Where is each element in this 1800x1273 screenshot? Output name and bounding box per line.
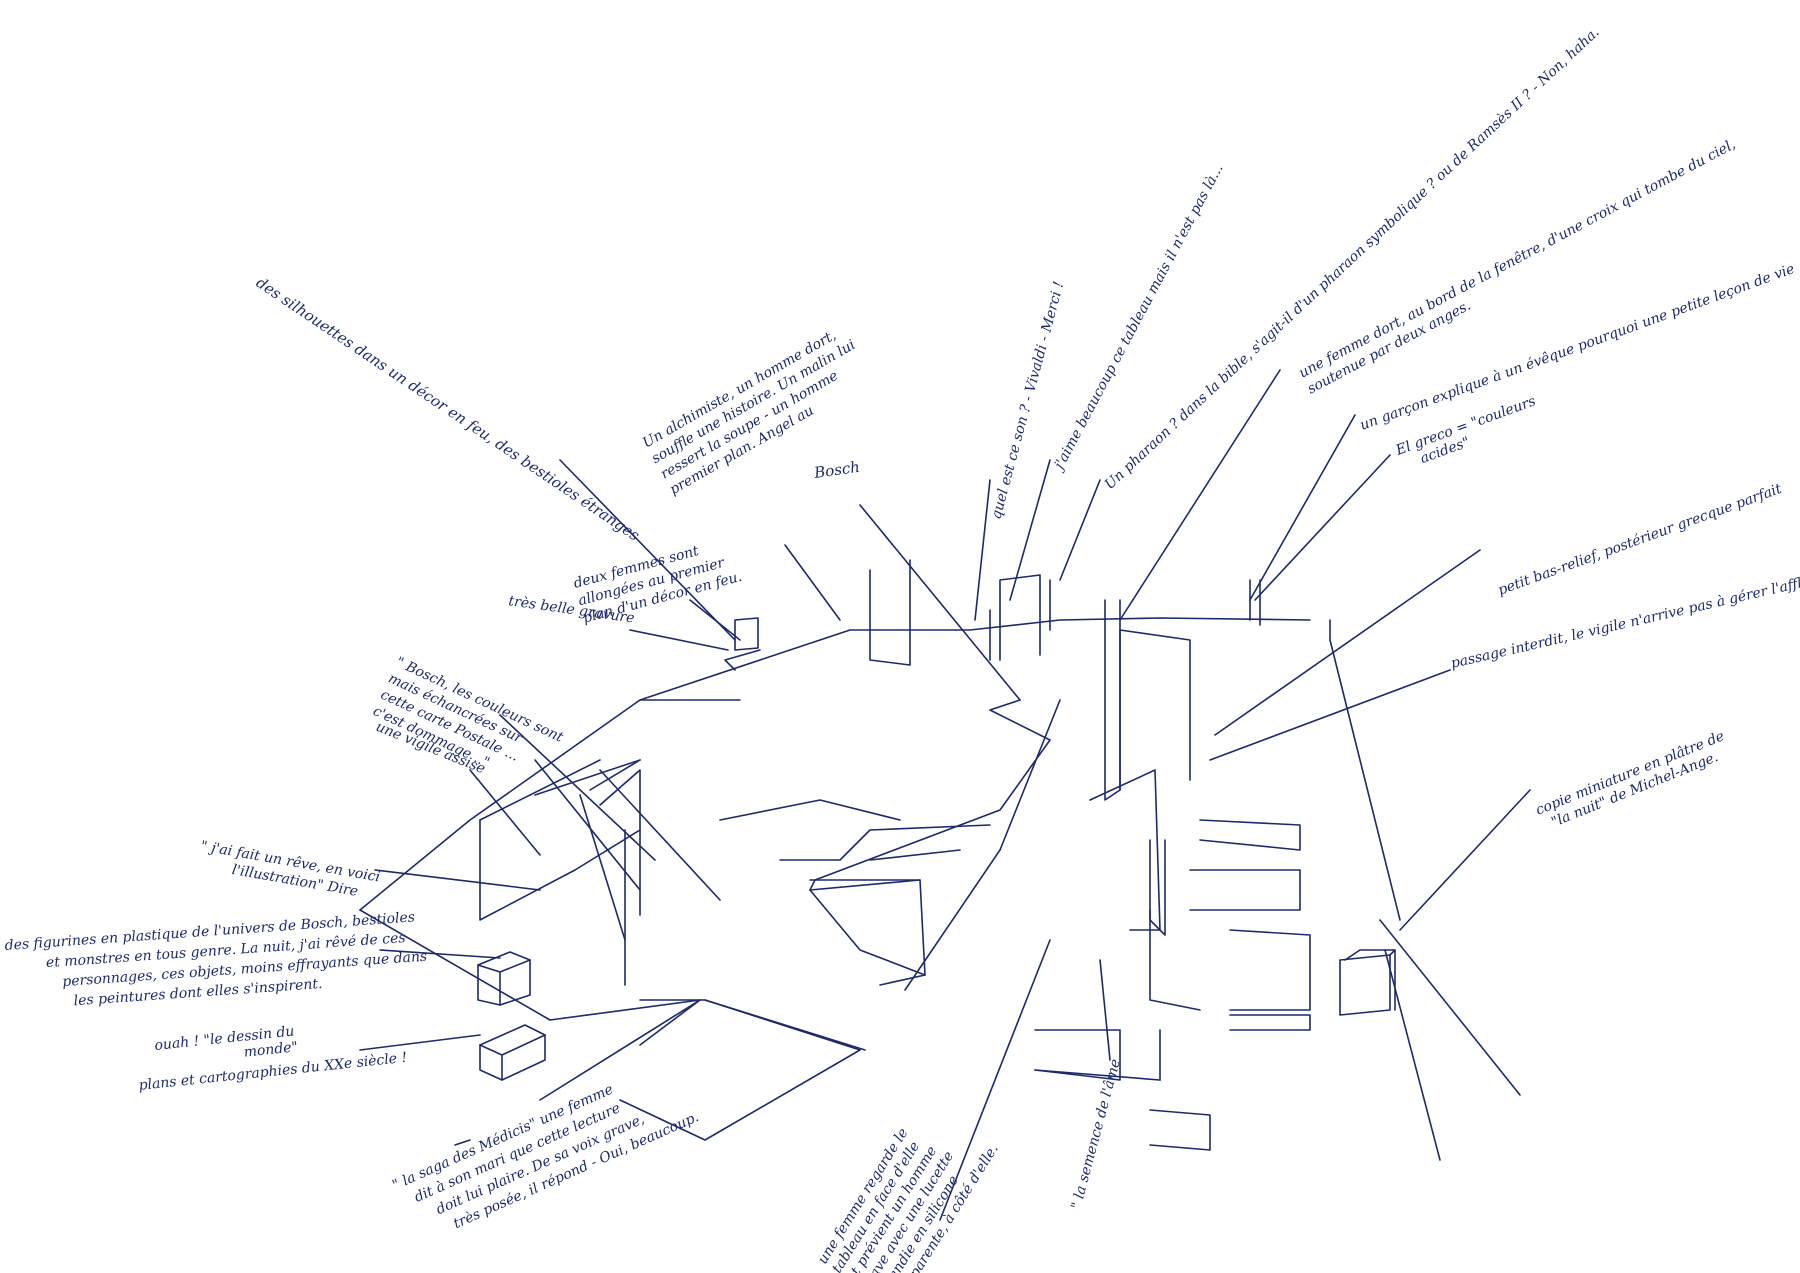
- note-copie: copie miniature en plâtre de "la nuit" d…: [1534, 727, 1738, 835]
- right-aisle-floor: [1089, 769, 1161, 931]
- leader-gravure: [629, 629, 729, 651]
- leader-garcon: [1249, 414, 1356, 601]
- figurine-vitrine-1-top: [477, 964, 501, 973]
- note-bas-relief: petit bas-relief, postérieur grecque par…: [1496, 481, 1784, 599]
- note-garcon: un garçon explique à un évêque pourquoi …: [1358, 261, 1797, 434]
- statue-plinth-top: [1344, 949, 1396, 961]
- leader-medicis: [454, 1139, 471, 1146]
- right-aisle-box-2: [1229, 929, 1311, 1011]
- leader-dessin-monde: [359, 1034, 481, 1051]
- leader-reve: [374, 869, 541, 891]
- leader-bas-relief: [1214, 549, 1481, 736]
- right-bottom-step: [1149, 1109, 1211, 1151]
- central-wall-5: [879, 974, 926, 986]
- note-bosch: Bosch: [812, 458, 861, 482]
- sight-line-2: [534, 759, 641, 891]
- left-floor-outline: [359, 617, 1311, 911]
- note-figurines: des figurines en plastique de l'univers …: [4, 908, 433, 1013]
- annotations: des silhouettes dans un décor en feu, de…: [4, 24, 1800, 1273]
- note-medicis: " la saga des Médicis" une femme dit à s…: [390, 1054, 701, 1248]
- figurine-vitrine-1-mid: [499, 959, 531, 973]
- right-aisle-bottom: [1384, 949, 1441, 1161]
- corridor-line-b: [999, 699, 1061, 851]
- central-wall-4: [809, 879, 926, 976]
- central-lower-corridor: [869, 849, 961, 861]
- vitrine-block: [479, 769, 641, 921]
- leader-aime: [1009, 459, 1051, 601]
- leader-couleurs: [499, 714, 656, 861]
- leader-figurines: [379, 949, 501, 959]
- back-panel-2: [999, 574, 1041, 661]
- right-aisle-room: [1149, 839, 1166, 936]
- leader-copie: [1399, 789, 1531, 931]
- note-couleurs: " Bosch, les couleurs sont mais échancré…: [370, 654, 569, 796]
- right-lower-wall: [1099, 959, 1111, 1061]
- right-aisle-box-1: [1189, 869, 1301, 911]
- leader-silhouettes: [559, 459, 736, 641]
- figurine-vitrine-2: [479, 1024, 546, 1081]
- leader-passage: [1209, 669, 1451, 761]
- note-silhouettes: des silhouettes dans un décor en feu, de…: [253, 273, 643, 544]
- right-aisle-far: [1379, 919, 1521, 1096]
- lower-middle-floor: [539, 999, 701, 1101]
- leader-deux-femmes: [689, 599, 741, 641]
- note-femme-regarde: une femme regarde le tableau en face d'e…: [815, 1096, 1002, 1273]
- leader-bosch: [859, 504, 1021, 701]
- lower-middle-wall: [639, 999, 701, 1046]
- central-lower-left: [639, 999, 866, 1051]
- note-dessin-monde: ouah ! "le dessin du monde" plans et car…: [134, 1012, 408, 1094]
- painting-small-1: [734, 617, 759, 651]
- painting-small-2: [724, 649, 761, 671]
- leader-quel-son: [974, 479, 991, 621]
- right-aisle-left-wall: [1119, 629, 1191, 791]
- sight-line-3: [589, 759, 641, 791]
- leader-femme-dort: [1119, 369, 1281, 621]
- figurine-vitrine-1: [477, 951, 531, 1006]
- right-lower-room: [1034, 1029, 1121, 1081]
- central-wall-2: [779, 824, 991, 861]
- corridor-line-a: [904, 849, 1001, 991]
- sight-line-1: [599, 769, 721, 901]
- left-floor-front-edge: [359, 909, 551, 1021]
- leader-vigile: [469, 769, 541, 856]
- note-semence: " la semence de l'âme: [1068, 1057, 1123, 1211]
- right-aisle-box-4: [1229, 1014, 1311, 1031]
- note-quel-son: quel est ce son ? - Vivaldi - Merci !: [988, 280, 1067, 521]
- right-aisle-benches: [1199, 819, 1301, 851]
- back-panel-3: [1104, 599, 1121, 801]
- floor-plan-linework: [359, 369, 1531, 1221]
- sight-line-5: [579, 794, 626, 941]
- leader-alchimiste: [784, 544, 841, 621]
- right-lower-right: [1034, 1069, 1161, 1081]
- right-aisle-line: [1329, 639, 1401, 921]
- leader-pharaon: [1059, 479, 1101, 581]
- sight-line-4: [534, 759, 641, 796]
- leader-greco: [1254, 454, 1391, 601]
- central-lower-wall: [619, 999, 861, 1141]
- leader-femme-regarde: [939, 939, 1051, 1221]
- vitrine-block-top: [479, 759, 601, 821]
- central-wall-1: [719, 799, 901, 821]
- figurine-vitrine-2-mid: [501, 1034, 546, 1056]
- central-wall-3: [809, 699, 1051, 891]
- back-panel-1: [869, 559, 911, 666]
- right-aisle-box-3: [1149, 909, 1201, 1011]
- note-reve: " j'ai fait un rêve, en voici l'illustra…: [196, 838, 385, 904]
- note-aime-tableau: j'aime beaucoup ce tableau mais il n'est…: [1050, 161, 1227, 474]
- statue-plinth: [1339, 954, 1391, 1016]
- figurine-vitrine-2-top: [479, 1044, 503, 1056]
